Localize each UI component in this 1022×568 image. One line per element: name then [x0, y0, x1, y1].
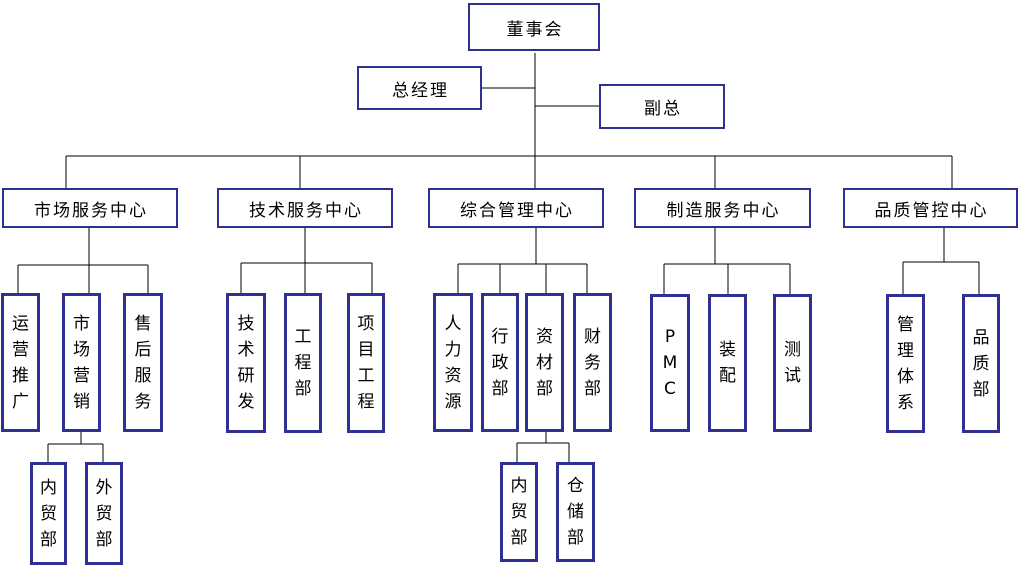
node-dept-management-system: 管 理 体 系: [886, 294, 925, 433]
node-dept-finance: 财 务 部: [573, 293, 612, 432]
node-center-market-service: 市场服务中心: [2, 188, 178, 228]
node-dept-after-sales-service: 售 后 服 务: [123, 293, 163, 432]
node-dept-operations-promotion: 运 营 推 广: [1, 293, 40, 432]
node-subdept-domestic-trade: 内 贸 部: [30, 462, 67, 565]
node-center-manufacturing-service: 制造服务中心: [634, 188, 811, 228]
node-dept-quality: 品 质 部: [962, 294, 1000, 433]
node-subdept-warehouse: 仓 储 部: [556, 462, 595, 562]
node-dept-marketing: 市 场 营 销: [62, 293, 101, 432]
node-center-admin-management: 综合管理中心: [428, 188, 604, 228]
node-subdept-domestic-trade-materials: 内 贸 部: [500, 462, 538, 562]
node-subdept-foreign-trade: 外 贸 部: [85, 462, 123, 565]
node-center-tech-service: 技术服务中心: [217, 188, 393, 228]
node-general-manager: 总经理: [357, 66, 482, 110]
node-dept-testing: 测 试: [773, 294, 812, 432]
node-board-of-directors: 董事会: [468, 3, 600, 51]
node-dept-project-engineering: 项 目 工 程: [347, 293, 385, 433]
node-dept-administration: 行 政 部: [481, 293, 519, 432]
node-dept-assembly: 装 配: [708, 294, 747, 432]
node-dept-engineering: 工 程 部: [284, 293, 322, 433]
node-dept-human-resources: 人 力 资 源: [433, 293, 473, 432]
node-dept-tech-rnd: 技 术 研 发: [226, 293, 266, 433]
node-dept-materials: 资 材 部: [525, 293, 564, 432]
node-deputy-general-manager: 副总: [599, 84, 725, 129]
node-center-quality-control: 品质管控中心: [843, 188, 1018, 228]
node-dept-pmc: P M C: [650, 294, 690, 432]
